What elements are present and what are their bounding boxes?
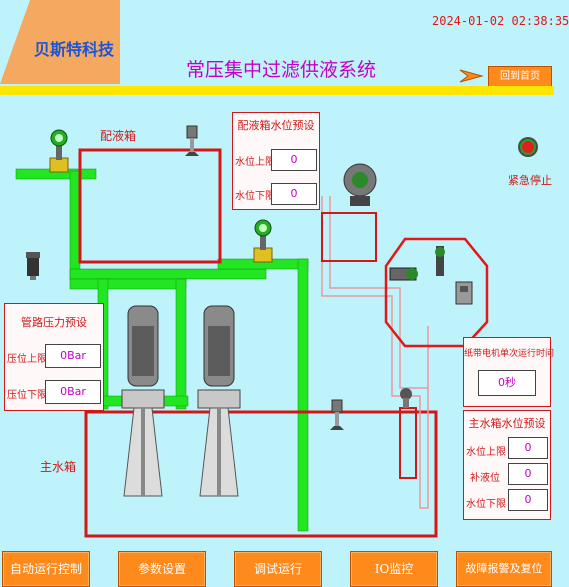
logo [0,0,120,84]
panel-title: 管路压力预设 [21,316,87,329]
pump-motor-icon [121,305,165,497]
lower-pressure-label: 压位下限 [7,390,47,401]
mixing-tank [78,148,222,264]
filter-box [321,212,377,262]
pressure-panel: 管路压力预设 压位上限 0Bar 压位下限 0Bar [4,303,104,411]
upper-pressure-input[interactable]: 0Bar [45,344,101,368]
filter-box [399,407,417,479]
refill-level-label: 补液位 [470,473,500,484]
panel-title: 主水箱水位预设 [468,417,546,430]
upper-limit-label: 水位上限 [235,157,275,168]
mixing-tank-label: 配液箱 [100,129,137,143]
main-tank-label: 主水箱 [40,460,77,474]
lower-pressure-input[interactable]: 0Bar [45,380,101,404]
lower-limit-label: 水位下限 [466,499,506,510]
pressure-gauge-icon [330,399,344,430]
lower-limit-label: 水位下限 [235,191,275,202]
return-home-button[interactable]: 回到首页 [488,66,552,88]
nav-alarm-reset-button[interactable]: 故障报警及复位 [456,551,552,587]
pipe [175,278,187,410]
main-tank [84,410,438,538]
level-sensor-icon [26,252,40,280]
nav-io-monitor-button[interactable]: IO监控 [350,551,438,587]
pressure-gauge-icon [185,125,199,156]
valve-icon [455,281,473,305]
upper-limit-label: 水位上限 [466,447,506,458]
main-refill-level-input[interactable]: 0 [508,463,548,485]
flow-meter-icon [253,219,273,263]
main-tank-level-panel: 主水箱水位预设 水位上限 0 补液位 0 水位下限 0 [463,410,551,520]
header-divider [0,86,554,95]
main-upper-limit-input[interactable]: 0 [508,437,548,459]
filter-unit-icon [343,163,377,206]
nav-parameters-button[interactable]: 参数设置 [118,551,206,587]
main-lower-limit-input[interactable]: 0 [508,489,548,511]
panel-title: 纸带电机单次运行时间 [464,349,555,359]
paper-motor-runtime-input[interactable]: 0秒 [478,370,536,396]
upper-pressure-label: 压位上限 [7,354,47,365]
pump-motor-icon [197,305,241,497]
page-title: 常压集中过滤供液系统 [186,59,377,81]
emergency-stop-icon[interactable] [518,137,538,157]
logo-text: 贝斯特科技 [34,40,115,59]
pipe [297,258,309,532]
nav-auto-run-button[interactable]: 自动运行控制 [2,551,90,587]
pipe [69,268,267,280]
pipe [69,278,187,290]
valve-icon [400,388,412,408]
emergency-stop-label: 紧急停止 [508,174,552,187]
arrow-right-icon [459,69,484,83]
valve-icon [389,267,418,281]
panel-title: 配液箱水位预设 [237,119,315,132]
mix-tank-level-panel: 配液箱水位预设 水位上限 0 水位下限 0 [232,112,320,210]
mix-lower-limit-input[interactable]: 0 [271,183,317,205]
paper-motor-panel: 纸带电机单次运行时间 0秒 [463,337,555,407]
mix-upper-limit-input[interactable]: 0 [271,149,317,171]
flow-meter-icon [49,129,69,173]
valve-icon [435,246,445,276]
nav-debug-run-button[interactable]: 调试运行 [234,551,322,587]
datetime: 2024-01-02 02:38:35 [432,14,569,28]
